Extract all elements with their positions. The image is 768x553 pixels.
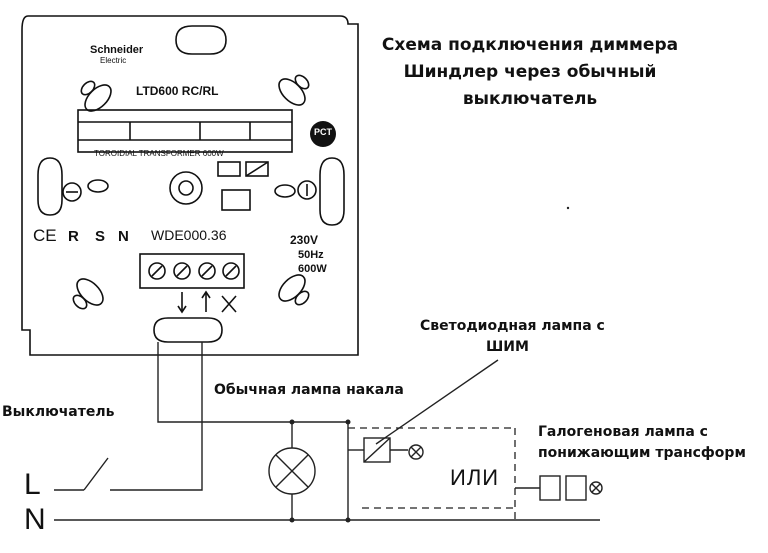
mark-s: S	[95, 228, 106, 245]
incandescent-lamp-icon	[268, 447, 316, 495]
transformer-label: TOROIDIAL TRANSFORMER 600W	[94, 149, 224, 158]
mark-ce: CE	[33, 226, 57, 245]
title-line-1: Схема подключения диммера	[381, 35, 679, 55]
mark-r: R	[68, 228, 79, 245]
led-lamp-icon	[408, 444, 424, 460]
brand-subtitle: Electric	[100, 56, 127, 65]
corner-clamp-br-icon	[278, 274, 310, 306]
voltage-label: 230V	[290, 233, 319, 247]
brand-name: Schneider	[90, 44, 144, 56]
dimmer-body	[21, 15, 359, 356]
halogen-transformer-icon	[539, 475, 561, 501]
halogen-label-line-1: Галогеновая лампа с	[538, 424, 708, 440]
cert-logo-icon	[310, 121, 336, 147]
halogen-label-line-2: понижающим трансформ	[538, 445, 746, 461]
incandescent-label: Обычная лампа накала	[214, 382, 404, 398]
cert-label: PCT	[314, 127, 332, 137]
dimmer-code: WDE000.36	[151, 227, 227, 243]
dimmer-model: LTD600 RC/RL	[136, 84, 219, 98]
corner-clamp-tr-icon	[278, 74, 310, 106]
power-label: 600W	[298, 263, 327, 275]
phase-label: L	[24, 468, 41, 501]
neutral-label: N	[24, 503, 46, 536]
title-line-3: выключатель	[462, 89, 598, 109]
frequency-label: 50Hz	[298, 249, 324, 261]
wire-dimmer-phase	[110, 342, 203, 491]
led-label-line-1: Светодиодная лампа с	[420, 318, 605, 334]
led-label-line-2: ШИМ	[486, 339, 529, 355]
switch-contact	[83, 457, 109, 491]
title-line-2: Шиндлер через обычный	[403, 62, 657, 82]
diagram-title: Схема подключения диммера Шиндлер через …	[360, 32, 700, 113]
halogen-lamp-icon	[589, 481, 603, 495]
corner-clamp-bl-icon	[72, 278, 104, 310]
switch-label: Выключатель	[2, 404, 115, 420]
terminal-block	[139, 253, 245, 289]
mark-n: N	[118, 228, 129, 245]
or-label: ИЛИ	[450, 465, 500, 490]
wire-dimmer-switch	[157, 342, 348, 423]
